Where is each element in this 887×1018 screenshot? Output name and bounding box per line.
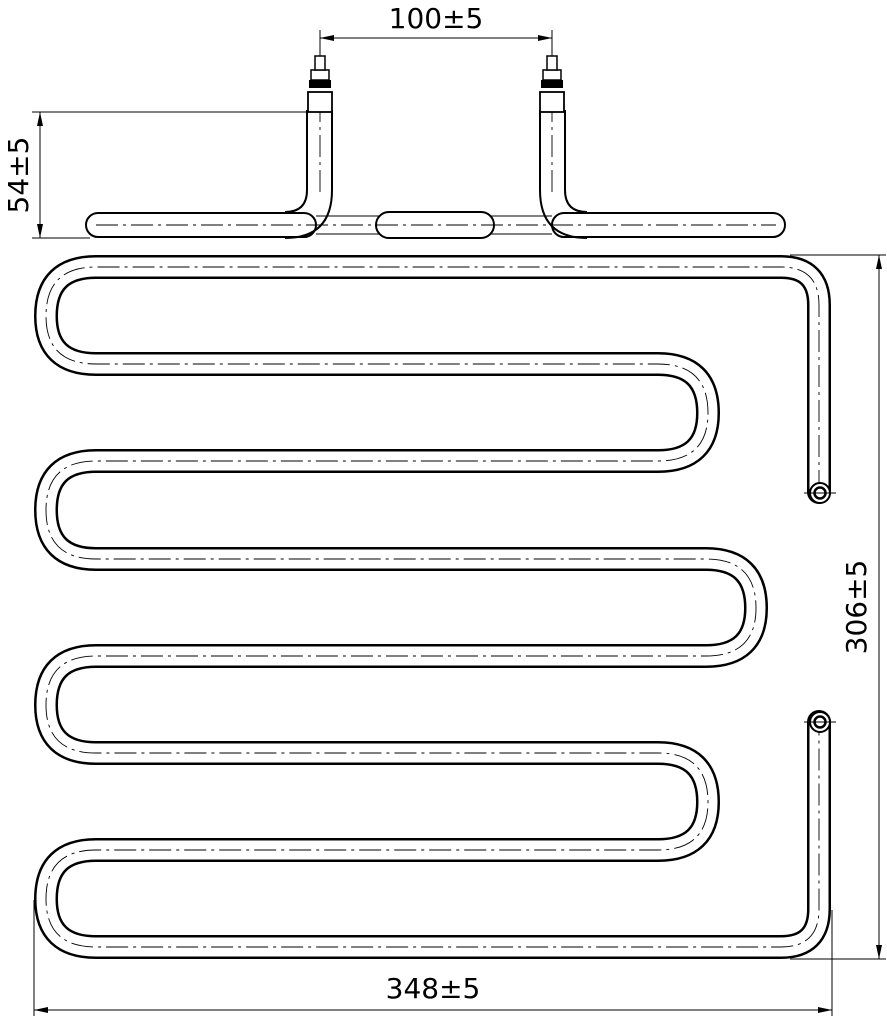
dimension-terminal-spacing: 100±5	[319, 2, 553, 56]
dimension-label-overall-width: 348±5	[386, 972, 481, 1005]
left-terminal-tube	[284, 55, 333, 239]
right-terminal-tube	[539, 55, 588, 239]
dimension-label-terminal-height: 54±5	[2, 137, 35, 214]
dimension-terminal-height: 54±5	[2, 111, 306, 239]
dimension-label-terminal-spacing: 100±5	[389, 2, 484, 35]
terminal-end-lower	[804, 711, 836, 733]
top-view: 100±5 54±5	[2, 2, 786, 239]
dimension-overall-height: 306±5	[790, 254, 886, 960]
dimension-overall-width: 348±5	[33, 900, 833, 1016]
terminal-end-upper	[804, 482, 836, 504]
dimension-label-overall-height: 306±5	[840, 560, 873, 655]
front-view: 306±5 348±5	[33, 254, 886, 1016]
